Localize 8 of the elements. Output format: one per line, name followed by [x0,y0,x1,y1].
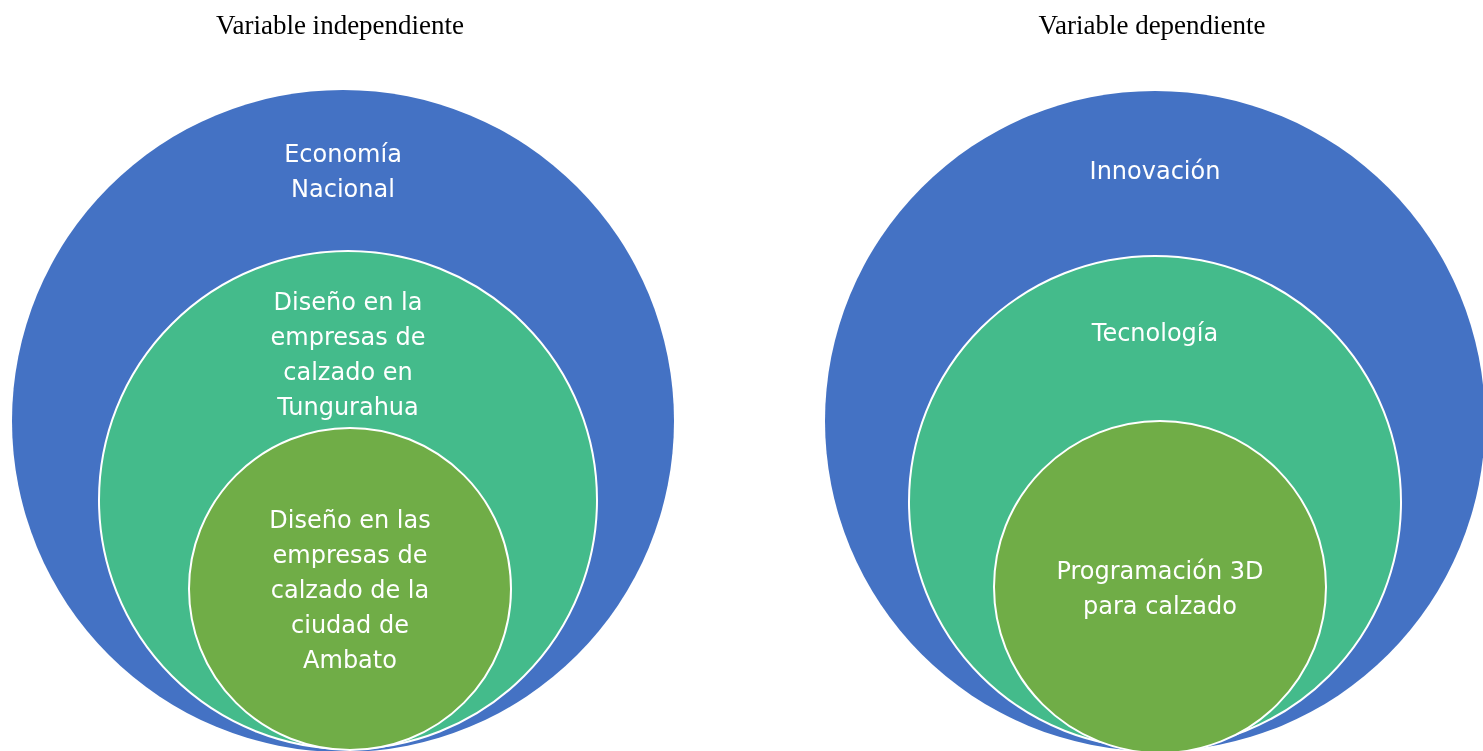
heading: Variable dependiente [1038,10,1266,41]
circle-label: Programación 3D para calzado [1055,556,1265,622]
circle-label: Innovación [1088,155,1222,187]
circle-label: Diseño en la empresas de calzado en Tungurahua [269,287,427,423]
circle-label: Diseño en las empresas de calzado de la ciudad de Ambato [268,504,432,676]
heading: Variable independiente [215,10,465,41]
circle-label: Tecnología [1090,317,1220,349]
circle-label: Economía Nacional [283,139,403,205]
